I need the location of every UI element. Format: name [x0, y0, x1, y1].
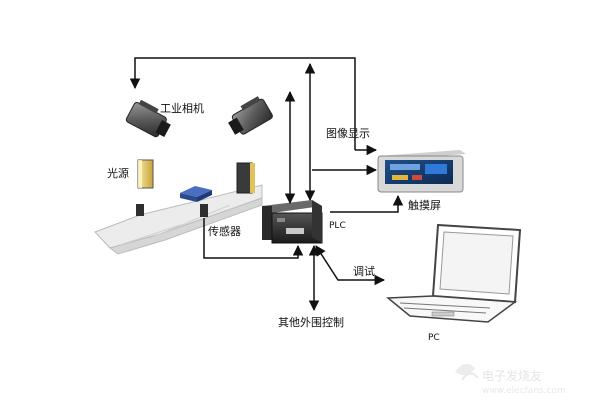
connection-lines — [129, 57, 404, 312]
plc-debug-line — [315, 245, 386, 286]
light-source-left — [137, 159, 154, 189]
watermark-url: www.elecfans.com — [482, 386, 566, 396]
label-industrial-camera: 工业相机 — [160, 101, 204, 115]
laptop-pc-icon — [386, 223, 522, 323]
watermark-brand: 电子发烧友 — [482, 368, 542, 383]
camera-right-icon — [228, 96, 273, 135]
label-image-display: 图像显示 — [326, 127, 370, 140]
plc-touchscreen-line — [330, 194, 404, 213]
touch-screen-icon — [377, 150, 466, 193]
label-debug: 调试 — [353, 265, 375, 278]
label-pc: PC — [428, 333, 440, 343]
label-plc: PLC — [329, 221, 346, 231]
belt-sensor-block-right — [200, 204, 208, 217]
camera-left-icon — [125, 99, 171, 138]
sensor-plc-line — [203, 218, 304, 259]
label-touch-screen: 触摸屏 — [408, 198, 441, 212]
camera-left-link-line — [129, 57, 356, 150]
conveyor-belt — [94, 184, 263, 255]
belt-sensor-block-left — [136, 204, 144, 216]
watermark-logo: 电子发烧友 www.elecfans.com — [455, 363, 566, 396]
product-box — [180, 186, 212, 202]
plc-icon — [262, 200, 323, 244]
label-light-source: 光源 — [107, 166, 129, 180]
light-source-right — [236, 162, 255, 194]
label-other-peripheral-control: 其他外围控制 — [278, 315, 344, 329]
label-sensor: 传感器 — [208, 225, 241, 238]
